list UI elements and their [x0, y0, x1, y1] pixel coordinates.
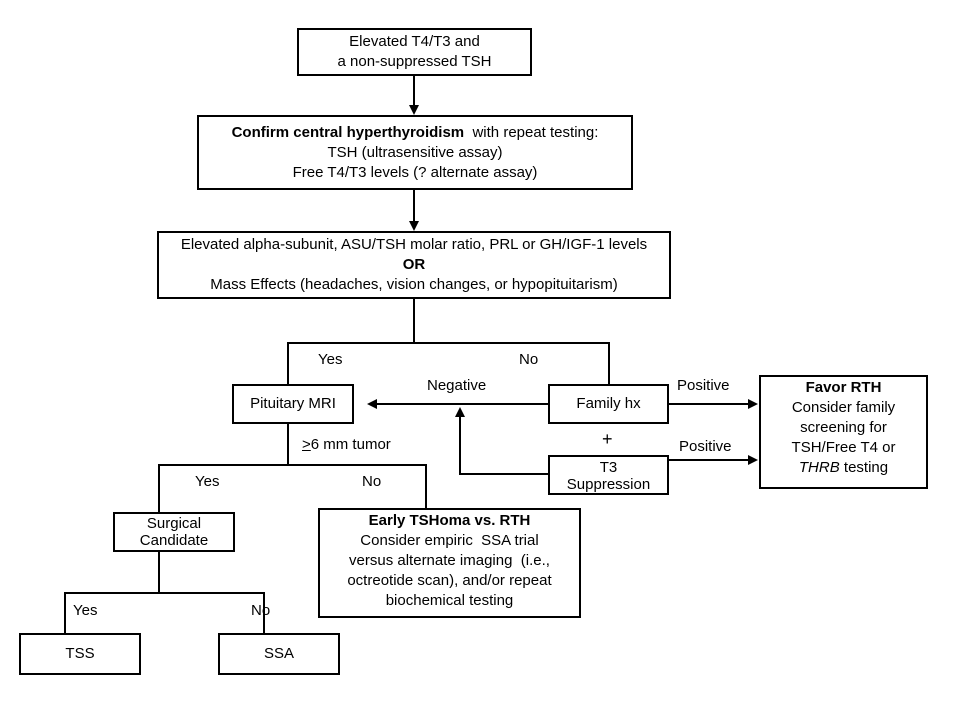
t3-suppression-box: T3 Suppression	[548, 455, 669, 495]
edge-label-yes-mri: Yes	[318, 351, 343, 368]
line-split-yes-no	[287, 342, 610, 384]
confirm-title: Confirm central hyperthyroidism	[231, 124, 465, 141]
early-line-2: versus alternate imaging (i.e.,	[349, 552, 550, 569]
rth-gene: THRB	[798, 459, 840, 476]
ssa-label: SSA	[263, 645, 294, 662]
early-line-3: octreotide scan), and/or repeat	[347, 572, 552, 589]
confirm-line-tsh: TSH (ultrasensitive assay)	[327, 144, 503, 161]
tumor-ge-symbol: >	[302, 436, 311, 453]
criteria-box: Elevated alpha-subunit, ASU/TSH molar ra…	[157, 231, 671, 299]
confirm-line-free-t4: Free T4/T3 levels (? alternate assay)	[292, 164, 538, 181]
early-line-4: biochemical testing	[385, 592, 514, 609]
edge-label-positive-family: Positive	[677, 377, 730, 394]
rth-line-3: TSH/Free T4 or	[791, 439, 896, 456]
early-title: Early TSHoma vs. RTH	[368, 512, 531, 529]
edge-label-no-early: No	[362, 473, 382, 490]
rth-line-1: Consider family	[791, 399, 896, 416]
pituitary-mri-box: Pituitary MRI	[232, 384, 354, 424]
edge-label-positive-t3: Positive	[679, 438, 732, 455]
criteria-or: OR	[402, 256, 426, 273]
line-split-surgery	[64, 592, 265, 633]
edge-label-yes-tss: Yes	[73, 602, 98, 619]
confirm-title-rest: with repeat testing:	[464, 124, 599, 141]
edge-label-tumor-size: >6 mm tumor	[302, 436, 391, 454]
edge-label-no-ssa: No	[251, 602, 271, 619]
mri-label: Pituitary MRI	[250, 395, 336, 412]
rth-title: Favor RTH	[805, 379, 882, 396]
edge-label-yes-surgical: Yes	[195, 473, 220, 490]
family-label: Family hx	[576, 395, 641, 412]
surgical-line-1: Surgical	[146, 515, 202, 532]
tss-box: TSS	[19, 633, 141, 675]
edge-label-negative: Negative	[427, 377, 487, 394]
edge-label-plus: +	[602, 429, 613, 449]
surgical-line-2: Candidate	[139, 532, 209, 549]
rth-line-2: screening for	[800, 419, 887, 436]
surgical-candidate-box: Surgical Candidate	[113, 512, 235, 552]
favor-rth-box: Favor RTH Consider family screening for …	[759, 375, 928, 489]
t3-line-1: T3	[599, 459, 618, 476]
family-hx-box: Family hx	[548, 384, 669, 424]
start-line-2: a non-suppressed TSH	[337, 53, 492, 70]
edge-label-no-family: No	[519, 351, 539, 368]
ssa-box: SSA	[218, 633, 340, 675]
arrow-t3-negative	[455, 407, 548, 475]
criteria-line-1: Elevated alpha-subunit, ASU/TSH molar ra…	[180, 236, 648, 253]
criteria-line-3: Mass Effects (headaches, vision changes,…	[210, 276, 618, 293]
rth-gene-suffix: testing	[839, 459, 889, 476]
early-line-1: Consider empiric SSA trial	[360, 532, 539, 549]
line-split-tumor	[158, 464, 427, 512]
early-tshoma-box: Early TSHoma vs. RTH Consider empiric SS…	[318, 508, 581, 618]
t3-line-2: Suppression	[566, 476, 651, 493]
tss-label: TSS	[65, 645, 95, 662]
start-line-1: Elevated T4/T3 and	[349, 33, 480, 50]
elevated-t4-t3-box: Elevated T4/T3 and a non-suppressed TSH	[297, 28, 532, 76]
tumor-size-text: 6 mm tumor	[310, 436, 391, 453]
confirm-hyperthyroidism-box: Confirm central hyperthyroidism with rep…	[197, 115, 633, 190]
